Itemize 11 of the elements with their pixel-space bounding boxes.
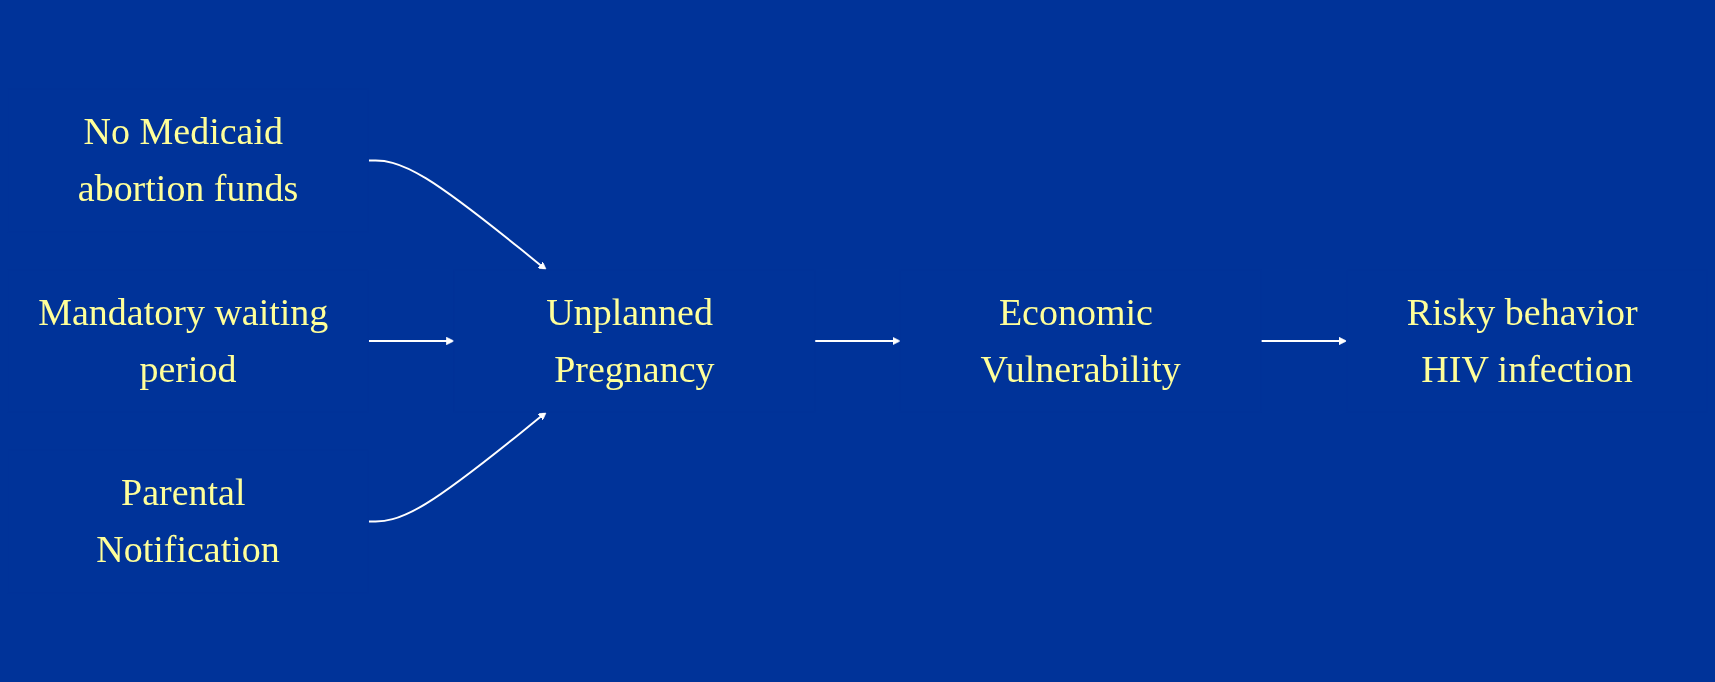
node-text: Parental Notification — [96, 471, 280, 571]
arrow — [367, 411, 547, 523]
node-text: Economic Vulnerability — [980, 290, 1181, 391]
node-text: Risky behavior HIV infection — [1406, 290, 1638, 391]
arrow — [1260, 336, 1347, 346]
node-text: Unplanned Pregnancy — [546, 290, 715, 391]
arrow — [813, 336, 901, 346]
arrow — [367, 336, 455, 346]
arrow — [367, 159, 547, 271]
node-text: Mandatory waiting period — [38, 290, 329, 391]
node-text: No Medicaid abortion funds — [77, 110, 299, 210]
